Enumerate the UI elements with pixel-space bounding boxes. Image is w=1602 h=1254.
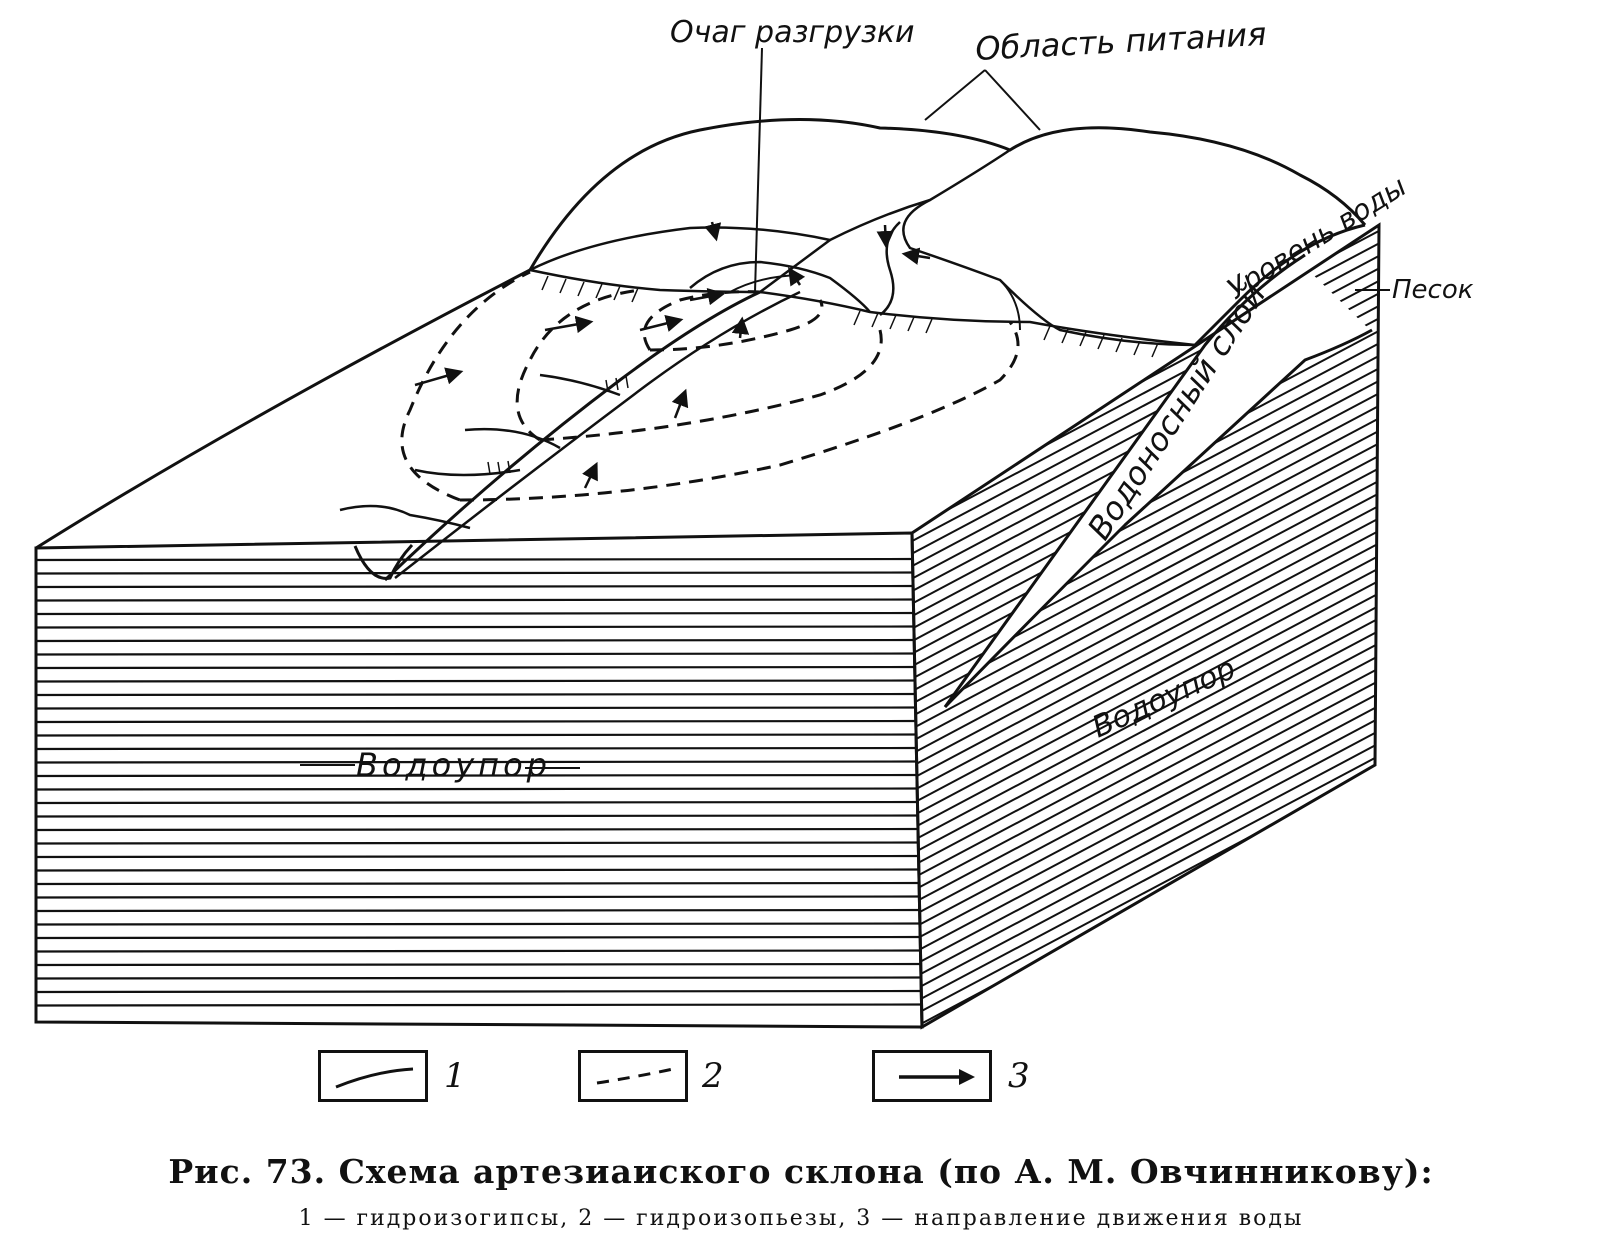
side-stratum-line — [912, 761, 1379, 1024]
aquitard-front-label: Водоупор — [356, 746, 551, 784]
side-stratum-line — [912, 225, 1379, 299]
aquifer-band — [945, 262, 1370, 707]
block-diagram: Очаг разгрузки Область питания Уровень в… — [34, 15, 1474, 1030]
side-stratum-line — [912, 611, 1379, 874]
legend: 1 2 3 — [0, 1050, 1602, 1120]
front-stratum-line — [36, 625, 922, 629]
side-stratum-line — [912, 536, 1379, 799]
front-stratum-line — [36, 895, 922, 899]
hydroisopieze-lines — [400, 270, 1020, 502]
front-stratum-line — [36, 665, 922, 670]
front-stratum-line — [36, 787, 922, 791]
front-stratum-line — [36, 962, 922, 967]
side-stratum-line — [912, 586, 1379, 849]
front-stratum-line — [36, 733, 922, 737]
recharge-label: Область питания — [974, 15, 1267, 68]
side-stratum-line — [912, 724, 1379, 986]
side-stratum-line — [912, 524, 1379, 786]
front-stratum-line — [36, 827, 922, 832]
flow-arrows — [414, 221, 931, 489]
legend-box-arrow — [872, 1050, 992, 1102]
legend-num: 3 — [1008, 1056, 1030, 1096]
arrow — [731, 316, 750, 339]
front-stratum-line — [36, 976, 922, 980]
front-stratum-line — [36, 1003, 922, 1007]
side-stratum-line — [912, 561, 1379, 824]
front-stratum-line — [36, 611, 922, 616]
front-stratum-line — [36, 746, 922, 751]
arrow — [876, 224, 895, 249]
front-stratum-line — [36, 719, 922, 724]
front-stratum-line — [36, 571, 922, 575]
legend-box-dashed-line — [578, 1050, 688, 1102]
legend-box-solid-line — [318, 1050, 428, 1102]
front-stratum-line — [36, 881, 922, 886]
arrow — [671, 388, 689, 419]
front-stratum-line — [36, 773, 922, 778]
front-stratum-line — [36, 638, 922, 643]
side-stratum-line — [912, 549, 1379, 811]
front-stratum-line — [36, 949, 922, 953]
front-stratum-line — [36, 584, 922, 589]
front-stratum-line — [36, 868, 922, 872]
side-stratum-line — [912, 674, 1379, 936]
side-face — [910, 222, 1381, 1030]
legend-num: 2 — [702, 1056, 724, 1096]
front-stratum-line — [36, 935, 922, 940]
side-stratum-line — [912, 599, 1379, 861]
side-stratum-line — [912, 736, 1379, 999]
side-stratum-line — [912, 711, 1379, 974]
arrow — [689, 287, 726, 306]
front-stratum-line — [36, 922, 922, 926]
arrow — [788, 267, 806, 287]
side-stratum-line — [912, 574, 1379, 836]
arrow — [582, 461, 598, 489]
arrow — [414, 367, 464, 387]
front-stratum-line — [36, 989, 922, 994]
figure-caption-title: Рис. 73. Схема артезиаиского склона (по … — [168, 1152, 1434, 1191]
front-stratum-line — [36, 652, 922, 656]
front-stratum-line — [36, 814, 922, 818]
sand-label: Песок — [1392, 275, 1474, 305]
front-stratum-line — [36, 908, 922, 913]
side-stratum-line — [912, 461, 1379, 724]
side-stratum-line — [912, 386, 1379, 649]
front-stratum-line — [36, 854, 922, 859]
front-stratum-line — [36, 706, 922, 710]
legend-num: 1 — [444, 1056, 466, 1096]
front-stratum-line — [36, 692, 922, 697]
side-stratum-line — [912, 749, 1379, 1011]
side-stratum-line — [912, 411, 1379, 674]
front-stratum-line — [36, 598, 922, 602]
arrow — [639, 314, 684, 332]
side-stratum-line — [912, 649, 1379, 911]
front-stratum-line — [36, 760, 922, 764]
leader-lines — [300, 47, 1390, 769]
arrow — [901, 247, 931, 265]
side-stratum-line — [912, 486, 1379, 749]
arrow — [544, 315, 594, 334]
side-stratum-line — [912, 661, 1379, 924]
front-stratum-line — [36, 800, 922, 805]
side-stratum-line — [912, 786, 1379, 1027]
figure-caption-legend: 1 — гидроизогипсы, 2 — гидроизопьезы, 3 … — [298, 1206, 1304, 1231]
top-surface — [35, 118, 1367, 582]
front-stratum-line — [36, 679, 922, 683]
side-stratum-line — [912, 399, 1379, 661]
discharge-label: Очаг разгрузки — [670, 15, 915, 50]
side-stratum-line — [912, 624, 1379, 886]
side-stratum-line — [912, 699, 1379, 961]
side-stratum-line — [912, 686, 1379, 949]
side-stratum-line — [912, 474, 1379, 736]
side-stratum-line — [912, 424, 1379, 686]
front-stratum-line — [36, 557, 922, 562]
front-stratum-line — [36, 841, 922, 845]
side-stratum-line — [912, 499, 1379, 761]
arrow — [704, 221, 722, 242]
front-face — [34, 531, 924, 1029]
side-stratum-line — [912, 636, 1379, 899]
side-stratum-line — [912, 511, 1379, 774]
